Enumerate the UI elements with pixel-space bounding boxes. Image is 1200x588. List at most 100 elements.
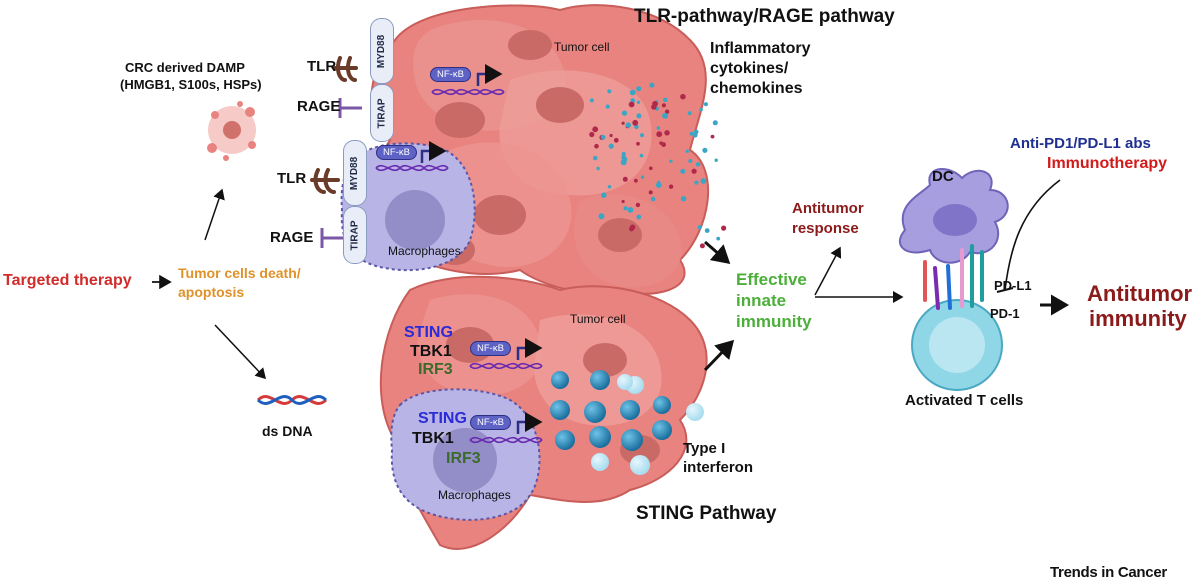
journal-name: Trends in Cancer: [1050, 564, 1167, 581]
cytokine-dot: [589, 98, 594, 103]
cytokine-dot: [661, 142, 666, 148]
cytokine-dot: [621, 121, 625, 125]
cell-death-line1: Tumor cells death/: [178, 265, 301, 281]
interferon-sphere: [590, 370, 610, 390]
pd1-label: PD-1: [990, 306, 1020, 321]
irf3-label-lower: IRF3: [446, 450, 481, 467]
myd88-pill-lower: MYD88: [343, 140, 367, 206]
cytokine-dot: [692, 132, 698, 138]
tbk1-label-upper: TBK1: [410, 343, 452, 360]
interferon-sphere: [652, 420, 672, 440]
interferon-sphere: [589, 426, 611, 448]
cytokine-dot: [655, 182, 662, 188]
cytokine-dot: [700, 178, 707, 184]
cytokine-dot: [593, 155, 598, 161]
cytokine-dot: [623, 206, 628, 211]
interferon-line2: interferon: [683, 459, 754, 476]
cytokine-dot: [601, 192, 607, 198]
cytokine-dot: [651, 104, 657, 110]
tumor-cell-label-lower: Tumor cell: [570, 312, 626, 326]
interferon-sphere: [550, 400, 570, 420]
effective-line1: Effective: [736, 270, 807, 289]
interferon-sphere: [686, 403, 704, 421]
rage-label-upper: RAGE: [297, 98, 341, 115]
antitumor-response-line1: Antitumor: [792, 200, 864, 217]
cytokine-dot: [622, 176, 628, 182]
cytokine-dot: [625, 122, 631, 128]
tlr-receptor-lower: [310, 168, 340, 194]
cytokine-dot: [635, 202, 641, 208]
cytokine-dot: [649, 166, 653, 171]
cytokine-dot: [636, 214, 642, 220]
cytokine-dot: [605, 104, 610, 109]
cytokine-dot: [702, 147, 708, 153]
macrophages-label-upper: Macrophages: [388, 244, 461, 258]
cytokines-line2: cytokines/: [710, 60, 789, 77]
cytokine-dot: [662, 112, 669, 119]
damp-list: (HMGB1, S100s, HSPs): [120, 77, 262, 92]
cytokine-dots: [589, 82, 727, 249]
anti-pd1-label: Anti-PD1/PD-L1 abs: [1010, 135, 1151, 152]
ds-dna-label: ds DNA: [262, 423, 313, 439]
cytokine-dot: [697, 225, 702, 230]
cell-death-line2: apoptosis: [178, 284, 245, 300]
antitumor-immunity-line1: Antitumor: [1087, 281, 1193, 306]
targeted-therapy: Targeted therapy: [3, 272, 132, 289]
activated-t-cell: [911, 299, 1003, 391]
tirap-pill-upper: TIRAP: [370, 84, 394, 142]
interferon-sphere: [653, 396, 671, 414]
cytokine-dot: [613, 137, 619, 143]
cytokine-dot: [710, 134, 715, 139]
nfkb-box-2: NF-κB: [376, 145, 417, 160]
sting-label-lower: STING: [418, 410, 467, 427]
cytokine-dot: [704, 228, 710, 234]
effective-line3: immunity: [736, 312, 812, 331]
rage-receptor-lower: [320, 228, 344, 248]
tlr-receptor-upper: [333, 56, 358, 82]
cytokine-dot: [721, 225, 727, 231]
cytokine-dot: [688, 159, 693, 163]
cytokines-line3: chemokines: [710, 80, 803, 97]
cytokine-dot: [639, 153, 644, 158]
rage-receptor-upper: [338, 98, 362, 118]
cytokine-dot: [596, 166, 600, 171]
cytokine-dot: [636, 86, 642, 92]
cytokine-dot: [661, 103, 667, 108]
cytokine-dot: [629, 89, 636, 96]
arrows: [152, 179, 1069, 380]
cytokine-dot: [592, 126, 599, 133]
cytokine-dot: [691, 168, 697, 174]
cytokine-dot: [632, 119, 639, 126]
cytokine-dot: [649, 82, 655, 88]
irf3-label-upper: IRF3: [418, 361, 453, 378]
sting-label-upper: STING: [404, 324, 453, 341]
interferon-sphere: [555, 430, 575, 450]
damp-title: CRC derived DAMP: [125, 60, 245, 75]
cytokine-dot: [699, 107, 703, 112]
antitumor-immunity-line2: immunity: [1089, 306, 1187, 331]
rage-label-lower: RAGE: [270, 229, 314, 246]
cytokine-dot: [609, 133, 613, 138]
tlr-label-lower: TLR: [277, 170, 307, 187]
cytokine-dot: [621, 110, 628, 116]
cytokine-dot: [694, 180, 699, 185]
cytokine-dot: [589, 131, 595, 138]
interferon-spheres: [550, 370, 704, 475]
cytokine-dot: [629, 224, 636, 230]
cytokine-dot: [594, 143, 599, 149]
nfkb-box-1: NF-κB: [430, 67, 471, 82]
pdl1-label: PD-L1: [994, 278, 1032, 293]
cytokine-dot: [699, 243, 705, 249]
cytokine-dot: [600, 134, 606, 140]
cytokine-dot: [608, 143, 614, 149]
cytokine-dot: [607, 185, 612, 189]
macrophages-label-lower: Macrophages: [438, 488, 511, 502]
cytokine-dot: [639, 133, 645, 138]
interferon-line1: Type I: [683, 440, 726, 457]
cytokine-dot: [656, 126, 661, 130]
dsdna-icon: [256, 395, 328, 405]
cytokine-dot: [636, 113, 642, 119]
activated-t-cells-label: Activated T cells: [905, 392, 1024, 409]
interferon-sphere: [551, 371, 569, 389]
